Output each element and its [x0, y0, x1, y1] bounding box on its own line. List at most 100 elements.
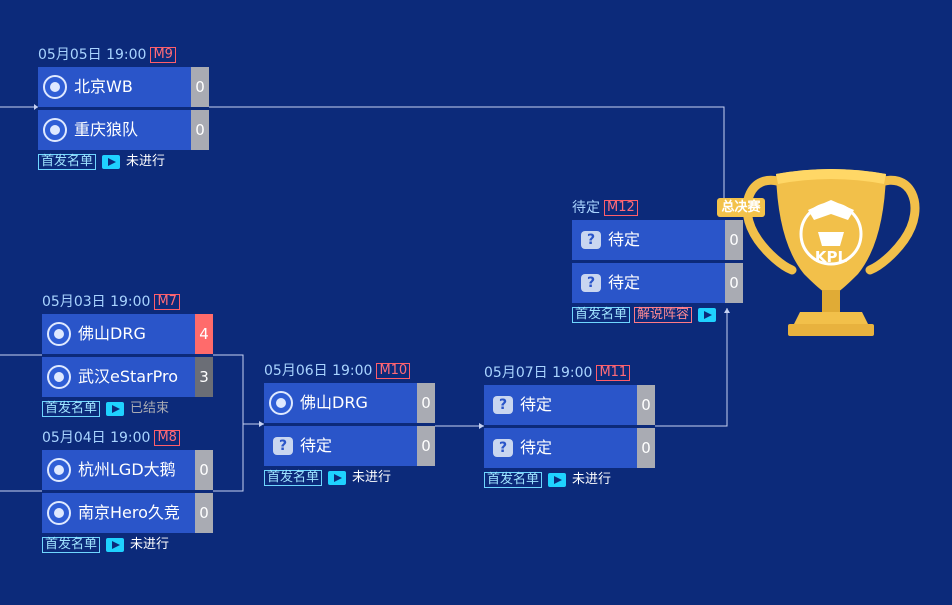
- match-status: 未进行: [572, 472, 612, 487]
- question-mark-icon: ?: [273, 437, 293, 455]
- team-row[interactable]: 佛山DRG 4: [42, 314, 213, 354]
- team-name: 待定: [520, 395, 553, 414]
- match-status: 未进行: [130, 537, 170, 552]
- team-name: 北京WB: [74, 77, 133, 96]
- lineup-button[interactable]: 首发名单: [42, 401, 101, 417]
- team-score: 0: [195, 450, 213, 490]
- commentary-lineup-button[interactable]: 解说阵容: [634, 306, 693, 323]
- team-row[interactable]: 北京WB 0: [38, 67, 209, 107]
- match-date: 05月06日 19:00: [264, 363, 373, 379]
- team-score: 0: [191, 110, 209, 150]
- team-row[interactable]: 佛山DRG 0: [264, 383, 435, 423]
- play-icon[interactable]: [698, 307, 717, 322]
- team-name: 佛山DRG: [300, 393, 368, 412]
- team-row[interactable]: ? 待定 0: [572, 220, 743, 260]
- team-logo-icon: [43, 118, 67, 142]
- play-icon[interactable]: [548, 473, 567, 487]
- play-icon[interactable]: [106, 402, 125, 416]
- match-footer: 首发名单 未进行: [38, 153, 209, 173]
- team-logo-icon: [47, 365, 71, 389]
- match-status: 已结束: [130, 401, 170, 416]
- team-name: 武汉eStarPro: [78, 367, 179, 386]
- team-name: 待定: [300, 436, 333, 455]
- team-name: 南京Hero久竞: [78, 503, 180, 522]
- match-date: 05月05日 19:00: [38, 47, 147, 63]
- match-code: M10: [376, 363, 411, 379]
- team-score: 4: [195, 314, 213, 354]
- team-row[interactable]: 重庆狼队 0: [38, 110, 209, 150]
- play-icon[interactable]: [328, 471, 347, 485]
- match-footer: 首发名单 未进行: [484, 471, 655, 491]
- match-code: M7: [154, 294, 180, 310]
- question-mark-icon: ?: [581, 274, 601, 292]
- match-date: 05月04日 19:00: [42, 430, 151, 446]
- match-footer: 首发名单 已结束: [42, 400, 213, 420]
- team-logo-icon: [43, 75, 67, 99]
- match-date: 05月07日 19:00: [484, 365, 593, 381]
- match-code: M9: [150, 47, 176, 63]
- match-date: 05月03日 19:00: [42, 294, 151, 310]
- team-name: 重庆狼队: [74, 120, 139, 139]
- question-mark-icon: ?: [493, 439, 513, 457]
- team-row[interactable]: ? 待定 0: [264, 426, 435, 466]
- trophy-logo-text: KPL: [815, 248, 848, 266]
- team-row[interactable]: ? 待定 0: [572, 263, 743, 303]
- lineup-button[interactable]: 首发名单: [264, 470, 323, 486]
- play-icon[interactable]: [106, 538, 125, 552]
- team-score: 0: [195, 493, 213, 533]
- team-row[interactable]: 南京Hero久竞 0: [42, 493, 213, 533]
- team-name: 待定: [608, 273, 641, 292]
- lineup-button[interactable]: 首发名单: [484, 472, 543, 488]
- team-row[interactable]: 杭州LGD大鹅 0: [42, 450, 213, 490]
- match-code: M12: [604, 200, 638, 216]
- team-score: 0: [725, 220, 743, 260]
- team-row[interactable]: ? 待定 0: [484, 428, 655, 468]
- lineup-button[interactable]: 首发名单: [42, 537, 101, 553]
- match-footer: 首发名单 未进行: [42, 536, 213, 556]
- team-logo-icon: [47, 458, 71, 482]
- team-score: 0: [637, 385, 655, 425]
- match-status: 未进行: [352, 470, 392, 485]
- match-footer: 首发名单 未进行: [264, 469, 435, 489]
- team-name: 待定: [608, 230, 641, 249]
- team-score: 0: [191, 67, 209, 107]
- team-name: 佛山DRG: [78, 324, 146, 343]
- team-row[interactable]: ? 待定 0: [484, 385, 655, 425]
- question-mark-icon: ?: [581, 231, 601, 249]
- team-score: 0: [725, 263, 743, 303]
- match-code: M11: [596, 365, 631, 381]
- team-row[interactable]: 武汉eStarPro 3: [42, 357, 213, 397]
- team-score: 0: [417, 426, 435, 466]
- lineup-button[interactable]: 首发名单: [38, 154, 97, 170]
- team-score: 0: [637, 428, 655, 468]
- team-score: 0: [417, 383, 435, 423]
- match-date: 待定: [572, 200, 600, 216]
- question-mark-icon: ?: [493, 396, 513, 414]
- lineup-button[interactable]: 首发名单: [572, 306, 631, 323]
- play-icon[interactable]: [102, 155, 121, 169]
- match-status: 未进行: [126, 154, 166, 169]
- kpl-trophy-icon: KPL: [742, 169, 920, 336]
- team-logo-icon: [269, 391, 293, 415]
- team-name: 杭州LGD大鹅: [78, 460, 176, 479]
- finals-badge: 总决赛: [717, 198, 765, 217]
- team-score: 3: [195, 357, 213, 397]
- match-footer: 首发名单解说阵容: [572, 306, 743, 326]
- team-logo-icon: [47, 322, 71, 346]
- team-logo-icon: [47, 501, 71, 525]
- match-code: M8: [154, 430, 180, 446]
- team-name: 待定: [520, 438, 553, 457]
